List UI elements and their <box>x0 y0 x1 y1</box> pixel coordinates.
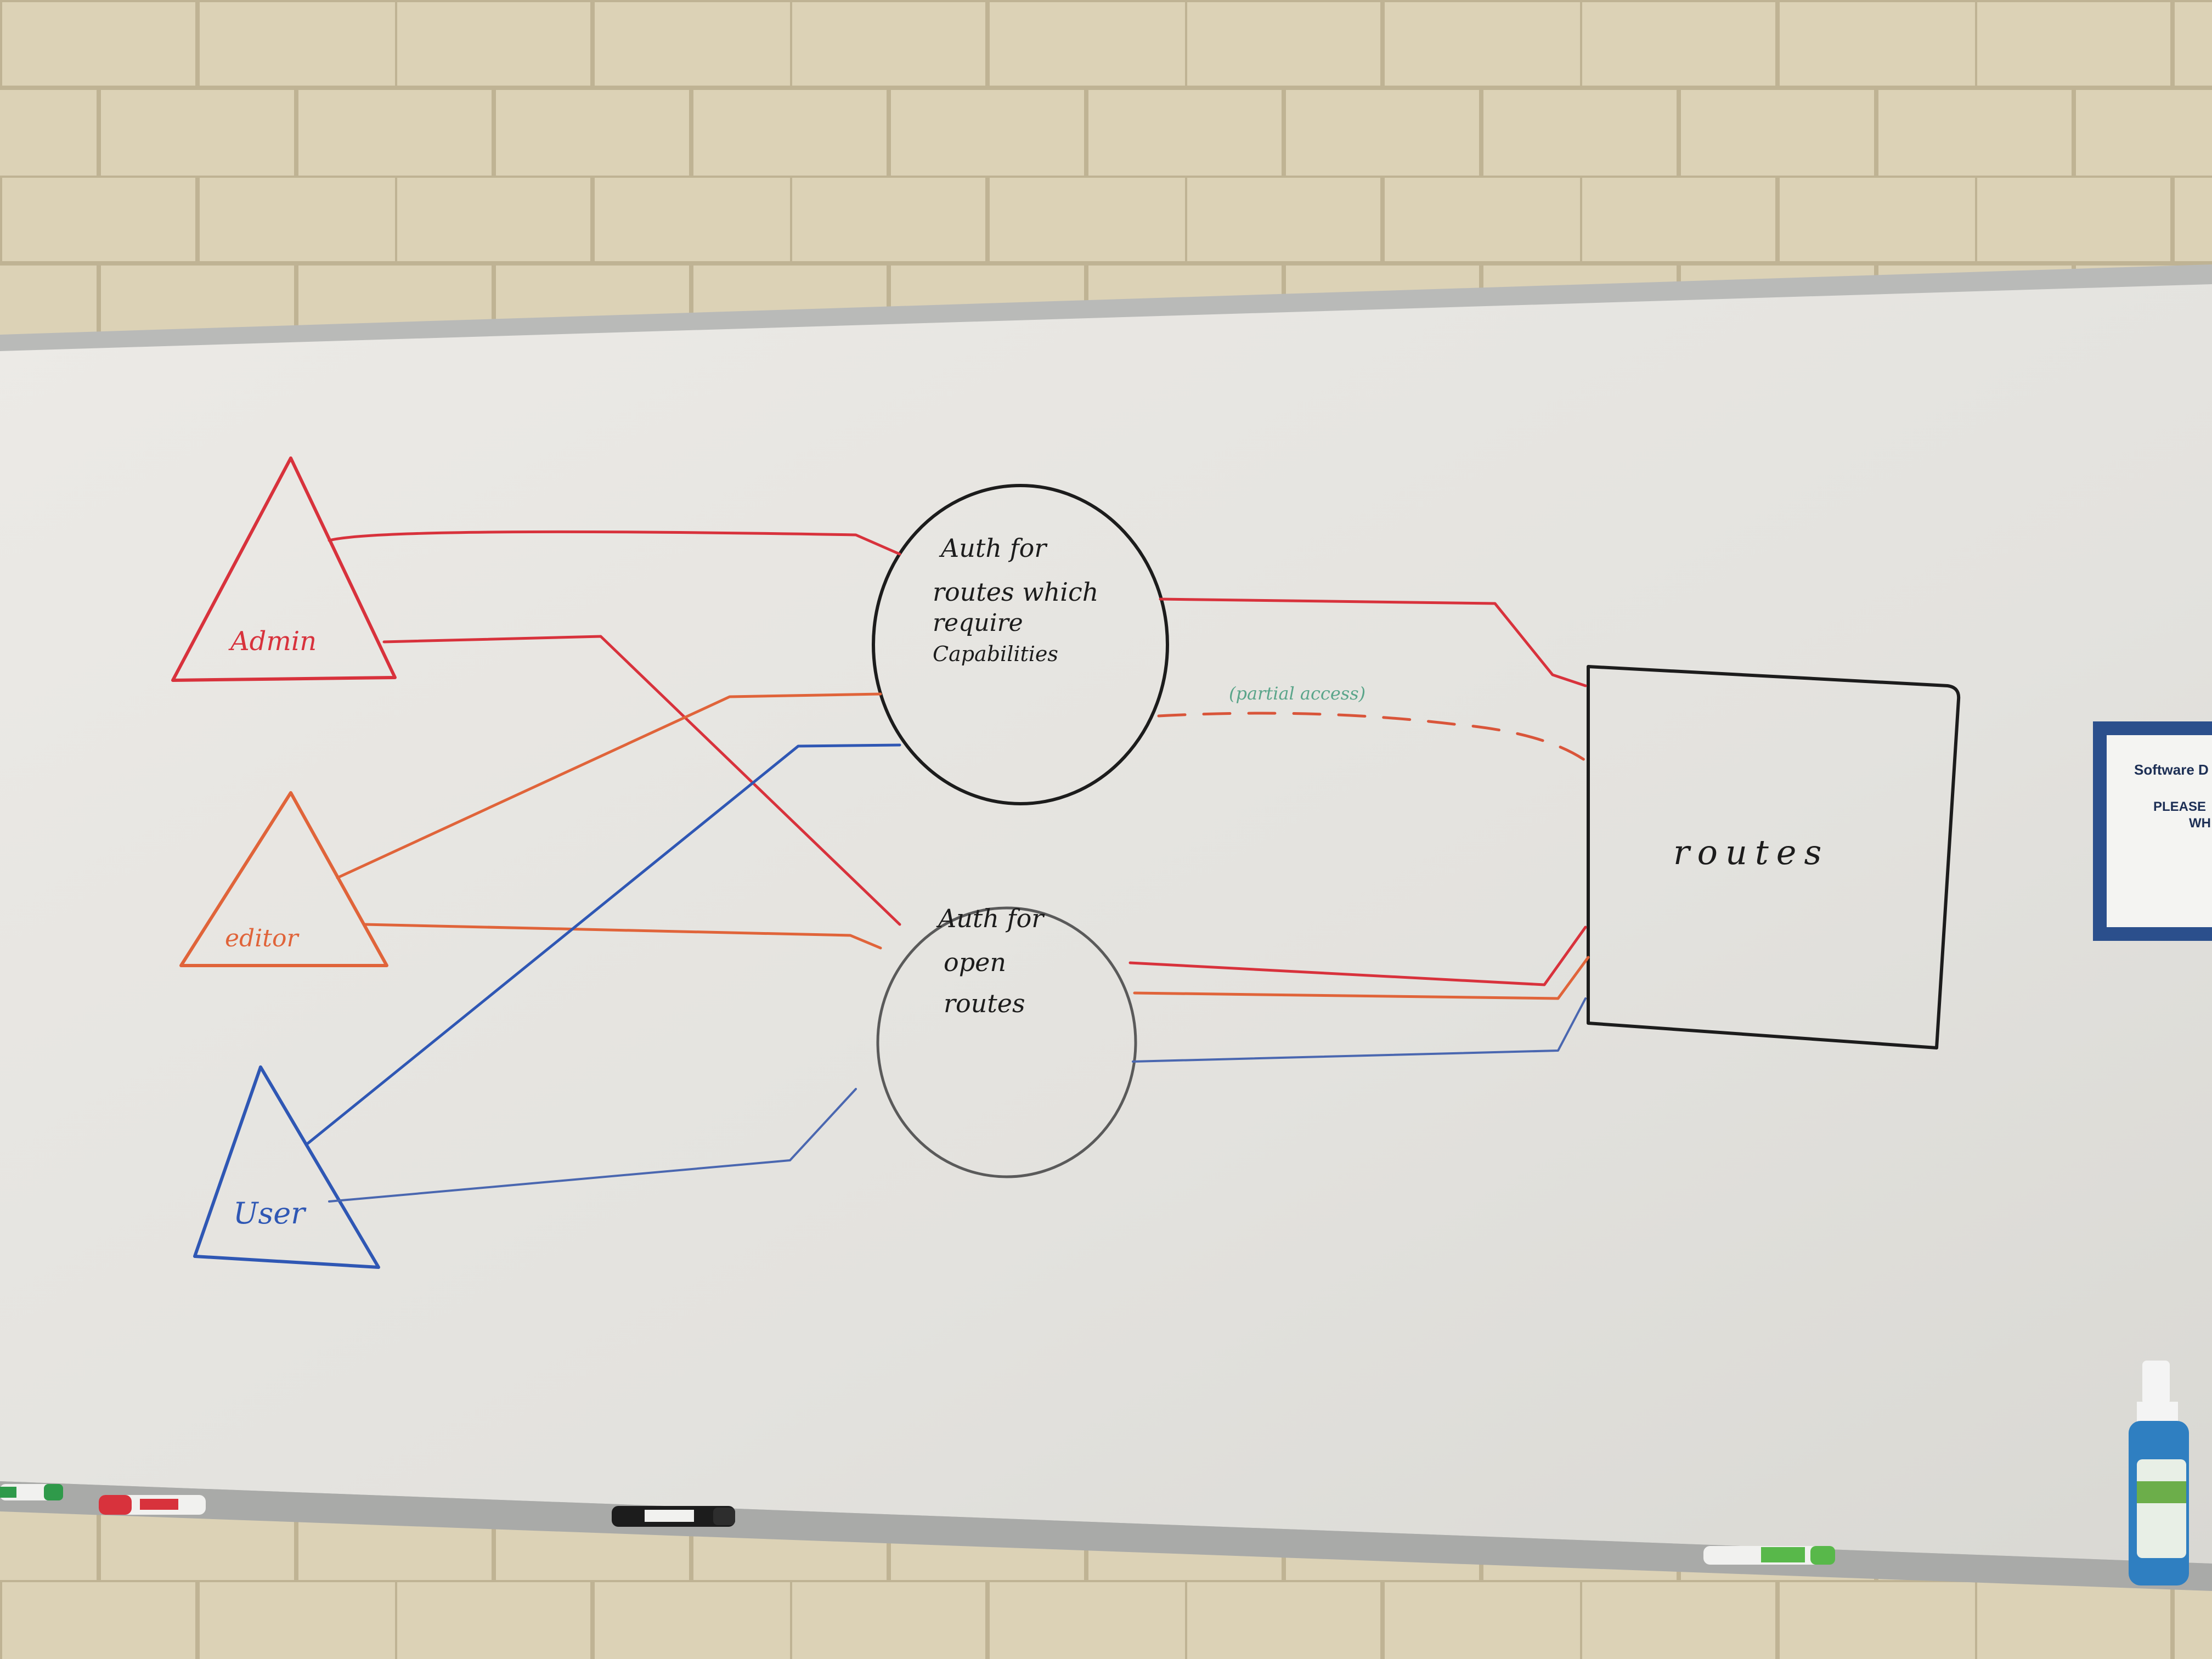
editor-label: editor <box>225 924 300 952</box>
green-marker-2[interactable] <box>1703 1546 1835 1565</box>
wall-sign-title: Software D <box>2134 761 2209 778</box>
capabilities-to-routes-line <box>1159 597 1587 687</box>
green-marker[interactable] <box>0 1484 63 1500</box>
whiteboard-surface <box>0 284 2212 1564</box>
wall-sign-line-2: WH <box>2189 816 2211 831</box>
red-marker[interactable] <box>99 1495 206 1515</box>
black-marker[interactable] <box>612 1506 735 1527</box>
editor-to-open-routes-line <box>363 923 882 950</box>
auth-capabilities-line-4: Capabilities <box>933 642 1058 666</box>
editor-triangle <box>179 791 388 967</box>
auth-capabilities-line-2: routes which <box>933 577 1098 607</box>
open-routes-to-routes-orange-line <box>1133 956 1590 1000</box>
open-routes-to-routes-red-line <box>1128 926 1587 986</box>
editor-to-capabilities-line <box>336 692 882 879</box>
auth-capabilities-circle <box>872 484 1169 805</box>
routes-box <box>1587 665 1961 1049</box>
auth-open-routes-line-1: Auth for <box>936 904 1045 933</box>
auth-capabilities-line-1: Auth for <box>939 533 1048 563</box>
routes-label: routes <box>1673 832 1829 872</box>
auth-capabilities-line-3: require <box>933 609 1023 637</box>
wall-sign-line-1: PLEASE <box>2153 799 2206 814</box>
user-to-open-routes-line <box>328 1088 857 1203</box>
user-to-capabilities-line <box>306 743 901 1146</box>
auth-open-routes-line-2: open <box>944 947 1006 977</box>
auth-open-routes-line-3: routes <box>944 989 1025 1018</box>
diagram: Admin editor User Auth for routes which … <box>171 456 1961 1269</box>
cleaner-spray-bottle[interactable] <box>2129 1361 2189 1585</box>
open-routes-to-routes-blue-line <box>1132 997 1587 1063</box>
partial-access-label: (partial access) <box>1229 683 1365 704</box>
user-label: User <box>233 1196 307 1231</box>
admin-to-open-routes-line <box>382 635 901 926</box>
admin-label: Admin <box>228 626 317 657</box>
admin-to-capabilities-line <box>328 530 901 556</box>
marker-tray <box>0 1481 2212 1591</box>
user-triangle <box>193 1065 380 1269</box>
admin-triangle <box>171 456 397 682</box>
tray-items <box>0 1361 2189 1585</box>
wall-sign: Software D PLEASE WH <box>2093 721 2212 941</box>
auth-open-routes-circle <box>876 906 1137 1178</box>
